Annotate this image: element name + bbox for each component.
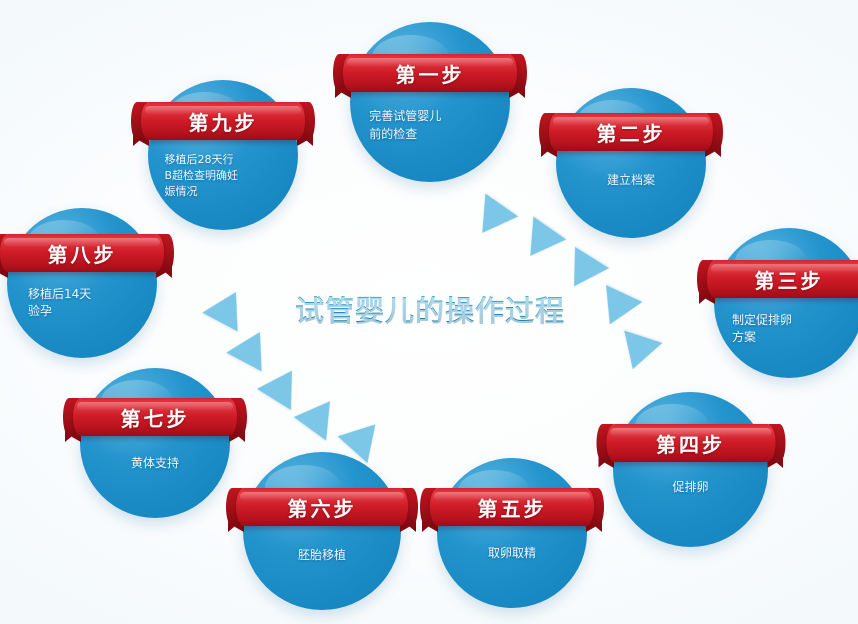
step-ribbon-6: 第六步 [226, 488, 418, 532]
step-badge-4: 第四步 [656, 432, 725, 457]
step-node-7[interactable]: 第七步 黄体支持 [63, 368, 247, 518]
step-desc-8: 移植后14天验孕 [28, 287, 92, 319]
step-desc-1: 完善试管婴儿前的检查 [369, 109, 442, 141]
step-badge-3: 第三步 [754, 268, 824, 293]
step-ribbon-3: 第三步 [697, 260, 858, 304]
ribbon-body [343, 54, 517, 92]
step-desc-6: 胚胎移植 [297, 547, 346, 562]
step-node-8[interactable]: 第八步 移植后14天验孕 [0, 208, 174, 358]
ribbon-body [606, 424, 775, 462]
step-bubble-2 [556, 88, 706, 238]
center-title: 试管婴儿的操作过程 [275, 288, 585, 330]
step-node-3[interactable]: 第三步 制定促排卵方案 [697, 228, 858, 378]
step-bubble-4 [613, 392, 768, 547]
ribbon-body [0, 234, 164, 272]
step-ribbon-8: 第八步 [0, 234, 174, 278]
step-badge-5: 第五步 [477, 496, 547, 521]
step-ribbon-4: 第四步 [596, 424, 785, 468]
step-bubble-6 [243, 452, 401, 610]
flow-arrow-left-4 [293, 389, 347, 441]
step-ribbon-1: 第一步 [333, 54, 527, 98]
step-node-4[interactable]: 第四步 促排卵 [596, 392, 785, 547]
flow-arrow-left-3 [257, 359, 309, 411]
step-bubble-3 [714, 228, 858, 378]
step-ribbon-9: 第九步 [131, 102, 315, 146]
step-node-2[interactable]: 第二步 建立档案 [539, 88, 723, 238]
ribbon-body [430, 488, 594, 526]
step-desc-2: 建立档案 [606, 173, 655, 187]
ribbon-body [236, 488, 408, 526]
ribbon-body [549, 113, 713, 151]
ribbon-body [141, 102, 305, 140]
step-badge-6: 第六步 [287, 496, 357, 521]
step-desc-3: 制定促排卵方案 [732, 313, 793, 345]
step-badge-8: 第八步 [47, 242, 117, 267]
step-node-1[interactable]: 第一步 完善试管婴儿前的检查 [333, 22, 527, 182]
step-ribbon-7: 第七步 [63, 398, 247, 442]
step-bubble-1 [350, 22, 510, 182]
step-badge-9: 第九步 [188, 110, 258, 135]
step-badge-1: 第一步 [395, 62, 465, 87]
step-desc-7: 黄体支持 [130, 456, 179, 470]
step-badge-2: 第二步 [596, 121, 666, 146]
flow-arrow-right-1 [465, 193, 519, 245]
step-desc-5: 取卵取精 [487, 546, 536, 560]
ribbon-body [707, 260, 858, 298]
step-badge-7: 第七步 [120, 406, 190, 431]
step-ribbon-2: 第二步 [539, 113, 723, 157]
step-bubble-5 [437, 458, 587, 608]
ribbon-body [73, 398, 237, 436]
step-node-5[interactable]: 第五步 取卵取精 [420, 458, 604, 608]
step-bubble-8 [7, 208, 157, 358]
step-node-6[interactable]: 第六步 胚胎移植 [226, 452, 418, 610]
step-desc-4: 促排卵 [672, 479, 709, 494]
step-ribbon-5: 第五步 [420, 488, 604, 532]
flow-arrow-right-5 [613, 330, 663, 376]
flow-arrow-right-4 [591, 285, 643, 333]
step-bubble-7 [80, 368, 230, 518]
